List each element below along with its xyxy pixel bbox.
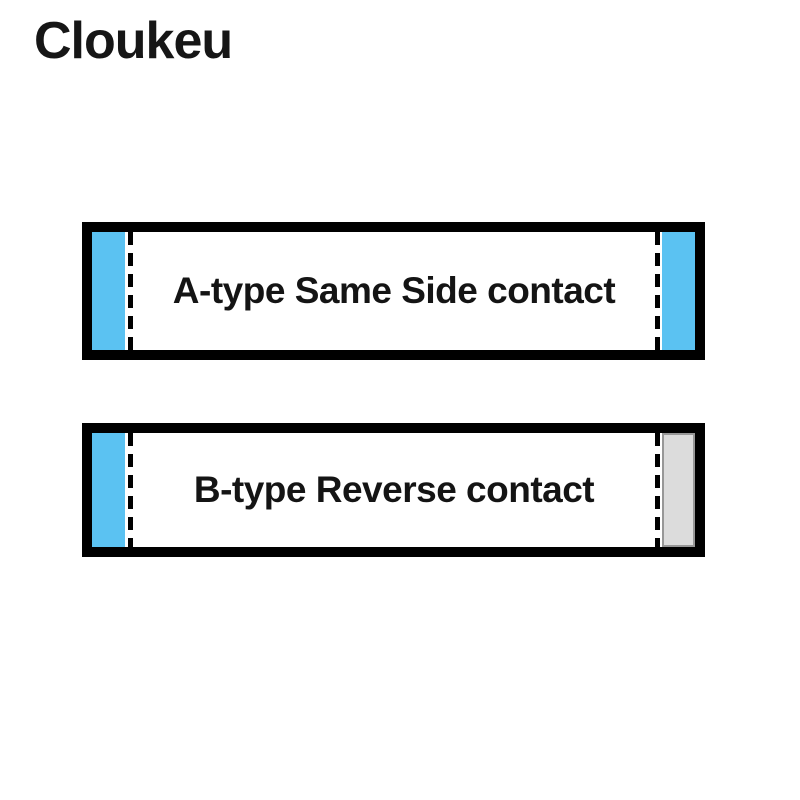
- a-type-right-contact-strip: [662, 232, 695, 350]
- b-type-label: B-type Reverse contact: [193, 469, 595, 510]
- b-type-right-dashed-line: [655, 433, 660, 547]
- b-type-right-contact-strip: [662, 433, 695, 547]
- b-type-left-contact-strip: [92, 433, 125, 547]
- b-type-cable-diagram: B-type Reverse contact: [82, 423, 705, 557]
- a-type-cable-diagram: A-type Same Side contact: [82, 222, 705, 360]
- a-type-left-contact-strip: [92, 232, 125, 350]
- b-type-left-dashed-line: [128, 433, 133, 547]
- a-type-left-dashed-line: [128, 232, 133, 350]
- a-type-right-dashed-line: [655, 232, 660, 350]
- brand-logo-text: Cloukeu: [34, 12, 233, 70]
- a-type-label: A-type Same Side contact: [172, 270, 616, 311]
